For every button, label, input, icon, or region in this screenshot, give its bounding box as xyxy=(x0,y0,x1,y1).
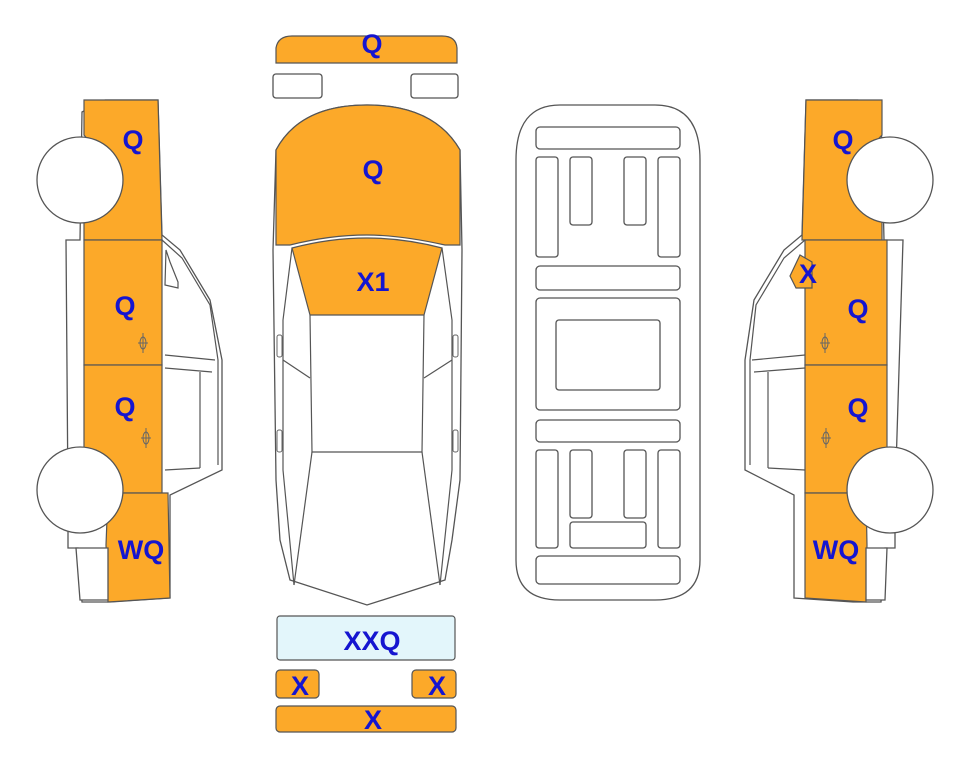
right-front-door-panel[interactable] xyxy=(804,239,888,366)
underbody-view xyxy=(515,104,701,601)
rear-apron-panel[interactable] xyxy=(275,705,457,733)
left-side-view xyxy=(36,99,223,603)
label-rear-lamp-left: X xyxy=(291,671,309,701)
top-view xyxy=(272,35,463,733)
right-front-wheel xyxy=(846,136,934,224)
left-headlamp xyxy=(272,73,323,99)
right-headlamp xyxy=(410,73,459,99)
right-mirror-panel[interactable] xyxy=(789,254,813,289)
label-front-bumper: Q xyxy=(361,29,382,59)
hood-panel[interactable] xyxy=(275,104,461,246)
label-rear-bumper: XXQ xyxy=(343,626,400,656)
right-side-view xyxy=(744,99,934,603)
label-right-rear-door: Q xyxy=(847,393,868,423)
damage-labels: Q Q X1 XXQ X X X Q Q Q WQ Q X Q Q WQ xyxy=(114,29,868,735)
left-rear-quarter-panel[interactable] xyxy=(105,492,171,603)
left-front-wheel xyxy=(36,136,124,224)
right-rear-wheel xyxy=(846,446,934,534)
label-windshield: X1 xyxy=(356,267,389,297)
label-hood: Q xyxy=(362,155,383,185)
left-rear-wheel xyxy=(36,446,124,534)
label-left-rear-door: Q xyxy=(114,392,135,422)
label-rear-apron: X xyxy=(364,705,382,735)
right-rear-door-panel[interactable] xyxy=(804,364,888,494)
left-front-door-panel[interactable] xyxy=(83,239,163,366)
label-right-rear-quarter: WQ xyxy=(813,535,860,565)
label-left-front-fender: Q xyxy=(122,125,143,155)
rear-bumper-panel[interactable] xyxy=(276,615,456,661)
label-right-front-fender: Q xyxy=(832,125,853,155)
label-left-front-door: Q xyxy=(114,291,135,321)
front-bumper-panel[interactable] xyxy=(275,35,458,64)
label-rear-lamp-right: X xyxy=(428,671,446,701)
label-right-front-door: Q xyxy=(847,294,868,324)
windshield-panel[interactable] xyxy=(291,237,443,316)
label-left-rear-quarter: WQ xyxy=(118,535,165,565)
rear-lamp-left-panel[interactable] xyxy=(275,669,320,699)
label-right-mirror: X xyxy=(799,259,817,289)
rear-lamp-right-panel[interactable] xyxy=(411,669,457,699)
